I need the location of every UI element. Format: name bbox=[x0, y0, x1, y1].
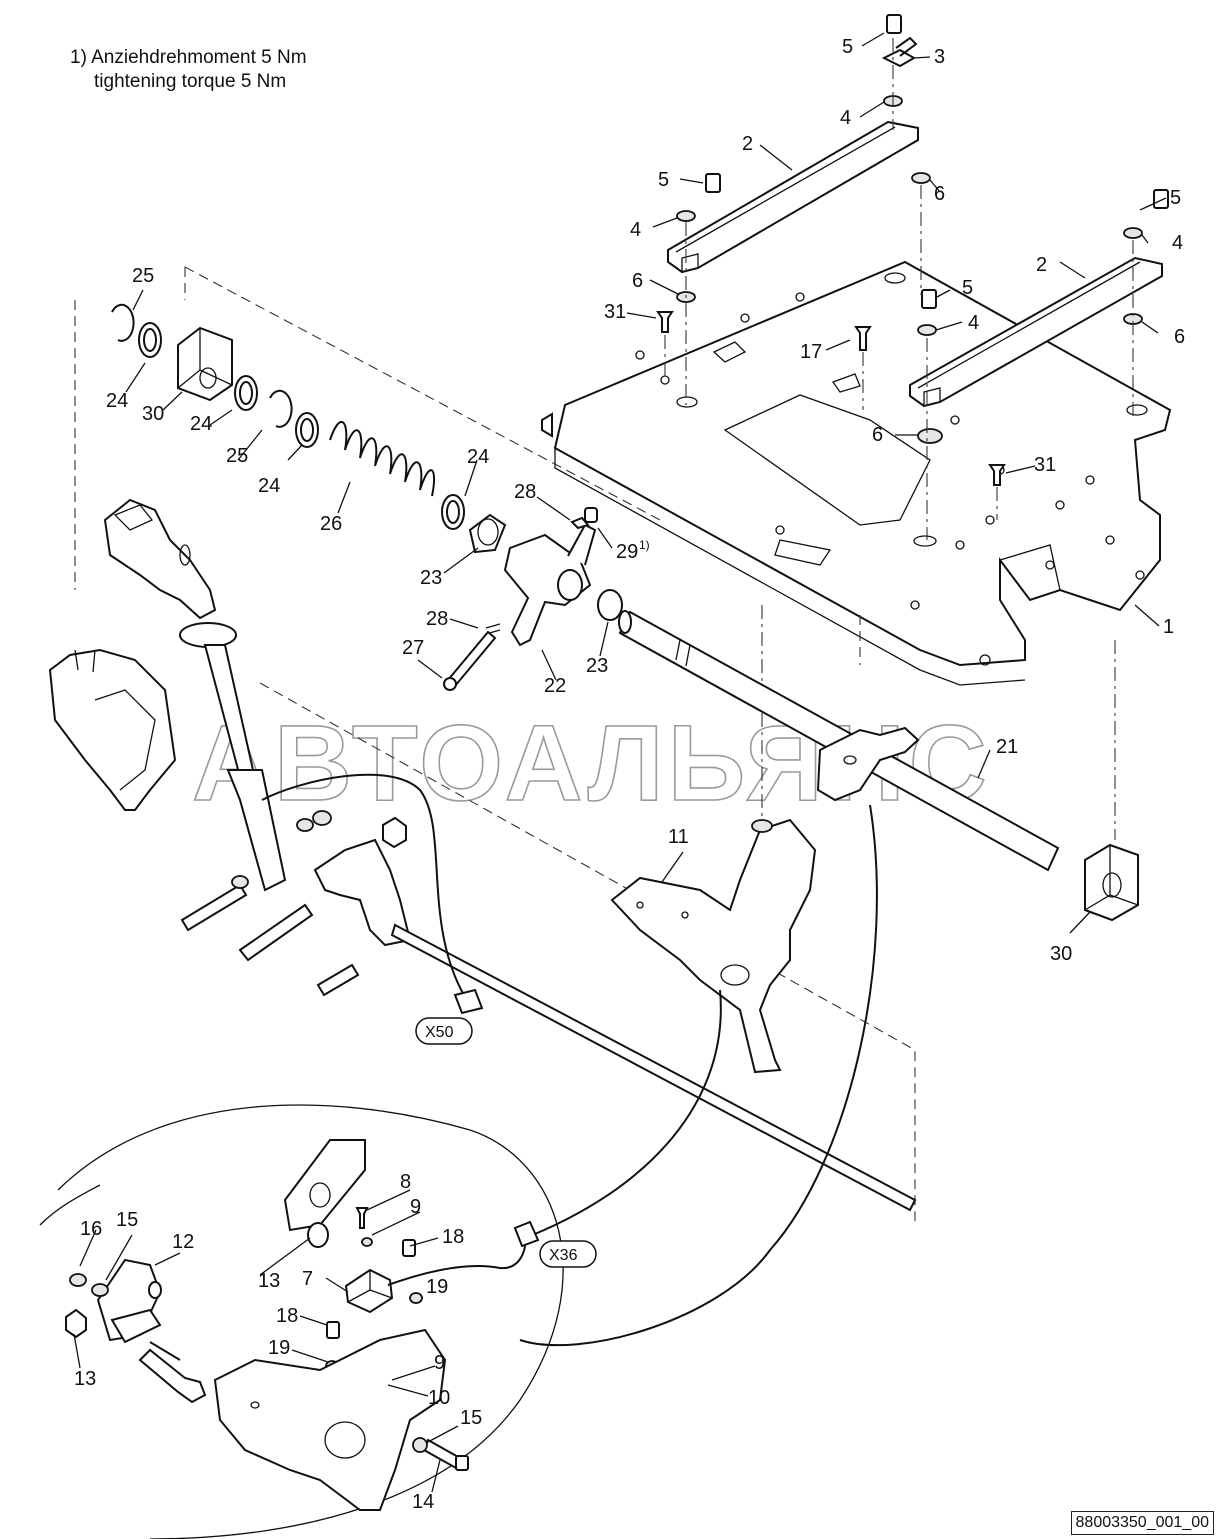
detail-view bbox=[39, 1104, 564, 1539]
connector-x36: X36 bbox=[539, 1240, 597, 1268]
mounting-axes bbox=[664, 38, 1134, 840]
part-label-30: 30 bbox=[142, 403, 164, 425]
main-shaft bbox=[618, 610, 1139, 922]
part-label-25: 25 bbox=[226, 445, 248, 467]
torque-note-german: 1) Anziehdrehmoment 5 Nm bbox=[70, 47, 307, 68]
part-label-5: 5 bbox=[658, 169, 669, 191]
part-label-6: 6 bbox=[934, 183, 945, 205]
part-label-2: 2 bbox=[1036, 254, 1047, 276]
part-label-9: 9 bbox=[434, 1352, 445, 1374]
part-label-1: 1 bbox=[1163, 616, 1174, 638]
part-label-23: 23 bbox=[586, 655, 608, 677]
connector-x36-label: X36 bbox=[549, 1247, 578, 1264]
part-label-24: 24 bbox=[190, 413, 212, 435]
bracket-11 bbox=[519, 804, 878, 1347]
base-plate bbox=[541, 260, 1172, 686]
part-label-24: 24 bbox=[258, 475, 280, 497]
part-label-10: 10 bbox=[428, 1387, 450, 1409]
part-label-29-note-mark: 1) bbox=[639, 538, 650, 552]
drawing-number: 88003350_001_00 bbox=[1070, 1511, 1214, 1535]
part-label-9: 9 bbox=[410, 1196, 421, 1218]
connector-x50-label: X50 bbox=[425, 1024, 454, 1041]
part-label-6: 6 bbox=[1174, 326, 1185, 348]
joystick-assembly bbox=[48, 498, 917, 1212]
leader-lines bbox=[73, 32, 1167, 1493]
part-label-18: 18 bbox=[276, 1305, 298, 1327]
part-label-19: 19 bbox=[268, 1337, 290, 1359]
part-label-22: 22 bbox=[544, 675, 566, 697]
part-label-18: 18 bbox=[442, 1226, 464, 1248]
part-label-4: 4 bbox=[968, 312, 979, 334]
part-label-27: 27 bbox=[402, 637, 424, 659]
part-label-4: 4 bbox=[840, 107, 851, 129]
torque-note-english: tightening torque 5 Nm bbox=[94, 71, 287, 92]
connector-x50: X50 bbox=[415, 1017, 473, 1045]
part-label-6: 6 bbox=[872, 424, 883, 446]
part-label-13: 13 bbox=[74, 1368, 96, 1390]
part-label-8: 8 bbox=[400, 1171, 411, 1193]
part-label-28: 28 bbox=[514, 481, 536, 503]
part-label-28: 28 bbox=[426, 608, 448, 630]
part-label-3: 3 bbox=[934, 46, 945, 68]
part-label-24: 24 bbox=[467, 446, 489, 468]
part-label-2: 2 bbox=[742, 133, 753, 155]
part-label-15: 15 bbox=[116, 1209, 138, 1231]
part-label-31: 31 bbox=[1034, 454, 1056, 476]
part-label-11: 11 bbox=[668, 826, 689, 848]
part-label-31: 31 bbox=[604, 301, 626, 323]
shaft-hardware bbox=[111, 303, 623, 691]
part-label-25: 25 bbox=[132, 265, 154, 287]
part-label-14: 14 bbox=[412, 1491, 434, 1513]
part-label-6: 6 bbox=[632, 270, 643, 292]
torque-note: 1) Anziehdrehmoment 5 Nm tightening torq… bbox=[70, 46, 307, 94]
rail-left bbox=[667, 120, 919, 274]
part-label-19: 19 bbox=[426, 1276, 448, 1298]
part-label-12: 12 bbox=[172, 1231, 194, 1253]
part-label-7: 7 bbox=[302, 1268, 313, 1290]
part-label-21: 21 bbox=[996, 736, 1018, 758]
part-label-5: 5 bbox=[962, 277, 973, 299]
part-label-16: 16 bbox=[80, 1218, 102, 1240]
part-label-24: 24 bbox=[106, 390, 128, 412]
part-label-5: 5 bbox=[1170, 187, 1181, 209]
part-label-29: 29 bbox=[616, 541, 638, 563]
part-label-26: 26 bbox=[320, 513, 342, 535]
part-label-15: 15 bbox=[460, 1407, 482, 1429]
part-label-13: 13 bbox=[258, 1270, 280, 1292]
part-label-4: 4 bbox=[1172, 232, 1183, 254]
part-label-30: 30 bbox=[1050, 943, 1072, 965]
part-label-5: 5 bbox=[842, 36, 853, 58]
explosion-lines bbox=[74, 266, 916, 1225]
part-label-4: 4 bbox=[630, 219, 641, 241]
rail-right bbox=[909, 256, 1163, 408]
part-label-17: 17 bbox=[800, 341, 822, 363]
part-label-23: 23 bbox=[420, 567, 442, 589]
